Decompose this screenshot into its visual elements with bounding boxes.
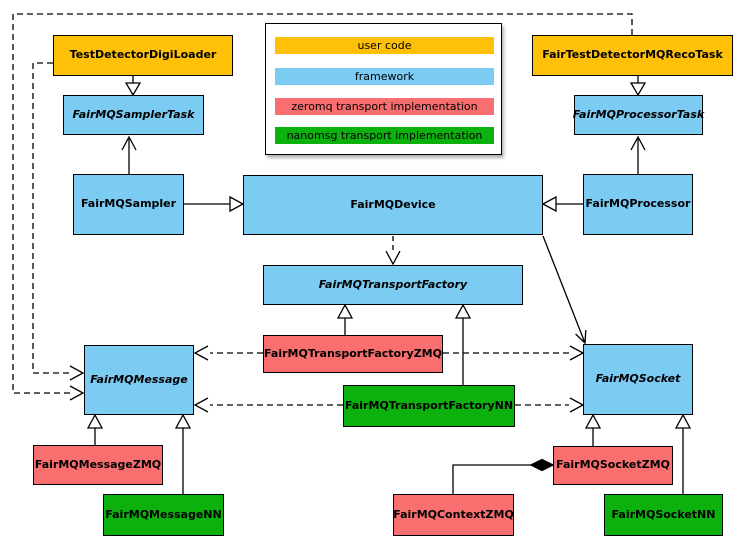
legend-zeromq-label: zeromq transport implementation xyxy=(291,100,478,113)
edge-processor-device xyxy=(541,195,583,213)
node-testdetectordigiloader: TestDetectorDigiLoader xyxy=(53,35,233,76)
node-fairmqprocessor: FairMQProcessor xyxy=(583,174,693,235)
edge-tfnn-message xyxy=(193,397,343,413)
legend-framework: framework xyxy=(275,68,494,85)
node-fairmqsocket: FairMQSocket xyxy=(583,344,693,415)
legend-user-code: user code xyxy=(275,37,494,54)
node-fairmqmessagenn: FairMQMessageNN xyxy=(103,494,224,536)
edge-tfnn-transportfactory xyxy=(454,303,472,385)
edge-socketzmq-socket xyxy=(584,413,602,446)
legend-zeromq: zeromq transport implementation xyxy=(275,98,494,115)
edge-device-socket xyxy=(542,235,587,345)
edge-recotask-message xyxy=(12,13,633,401)
edge-messagenn-message xyxy=(174,413,192,494)
edge-digiloader-samplertask xyxy=(124,76,142,97)
edge-tfzmq-transportfactory xyxy=(336,303,354,335)
node-fairtestdetectormqrecotask: FairTestDetectorMQRecoTask xyxy=(532,35,733,76)
node-fairmqtransportfactoryzmq: FairMQTransportFactoryZMQ xyxy=(263,335,443,373)
node-fairmqsamplertask: FairMQSamplerTask xyxy=(63,95,204,135)
edge-tfnn-socket xyxy=(515,397,585,413)
edge-contextzmq-socketzmq xyxy=(452,458,555,494)
edge-tfzmq-socket xyxy=(443,345,585,361)
edge-sampler-samplertask xyxy=(121,135,137,174)
node-fairmqmessagezmq: FairMQMessageZMQ xyxy=(33,445,163,485)
edge-socketnn-socket xyxy=(674,413,692,494)
legend: user code framework zeromq transport imp… xyxy=(265,23,502,155)
legend-nanomsg-label: nanomsg transport implementation xyxy=(286,129,483,142)
node-fairmqprocessortask: FairMQProcessorTask xyxy=(573,95,704,135)
node-fairmqsocketnn: FairMQSocketNN xyxy=(604,494,723,536)
node-fairmqcontextzmq: FairMQContextZMQ xyxy=(393,494,514,536)
node-fairmqmessage: FairMQMessage xyxy=(84,345,194,415)
edge-digiloader-message xyxy=(32,62,85,381)
edge-sampler-device xyxy=(184,195,245,213)
node-fairmqtransportfactorynn: FairMQTransportFactoryNN xyxy=(343,385,515,427)
node-fairmqsocketzmq: FairMQSocketZMQ xyxy=(553,446,673,485)
edge-recotask-processortask xyxy=(629,76,647,97)
node-fairmqtransportfactory: FairMQTransportFactory xyxy=(263,265,523,305)
node-fairmqsampler: FairMQSampler xyxy=(73,174,184,235)
edge-tfzmq-message xyxy=(193,345,263,361)
legend-framework-label: framework xyxy=(354,70,415,83)
node-fairmqdevice: FairMQDevice xyxy=(243,175,543,235)
legend-user-code-label: user code xyxy=(357,39,412,52)
legend-nanomsg: nanomsg transport implementation xyxy=(275,127,494,144)
edge-processor-processortask xyxy=(630,135,646,174)
edge-device-transportfactory xyxy=(385,236,401,266)
edge-messagezmq-message xyxy=(86,413,104,445)
